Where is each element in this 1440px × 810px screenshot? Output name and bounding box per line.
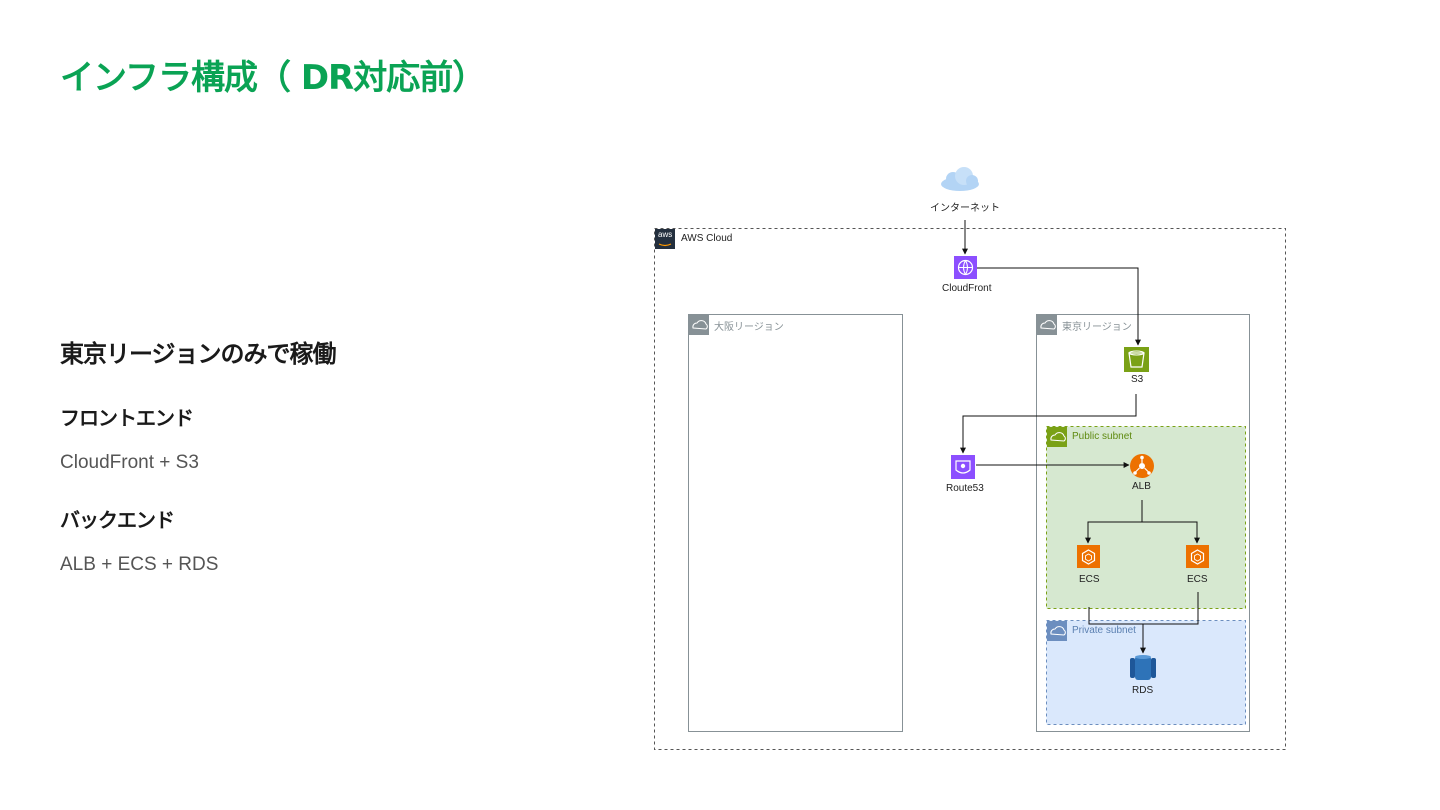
frontend-heading: フロントエンド	[60, 406, 194, 430]
private-subnet-label: Private subnet	[1072, 625, 1136, 636]
s3-icon	[1124, 347, 1149, 372]
backend-heading: バックエンド	[60, 508, 175, 532]
public-subnet-container	[1046, 426, 1246, 609]
osaka-region-container	[688, 314, 903, 732]
osaka-region-icon	[689, 315, 709, 335]
internet-cloud-icon	[941, 167, 979, 191]
alb-label: ALB	[1132, 481, 1151, 492]
ecs-label-2: ECS	[1187, 574, 1208, 585]
ecs-icon-2	[1186, 545, 1209, 568]
edge-alb-ecs-2	[1142, 521, 1200, 544]
aws-logo-icon	[655, 229, 675, 249]
summary-text: 東京リージョンのみで稼働	[60, 340, 337, 368]
cloudfront-label: CloudFront	[942, 283, 992, 294]
osaka-region-label: 大阪リージョン	[714, 322, 784, 333]
aws-logo-text: aws	[658, 230, 673, 239]
public-subnet-label: Public subnet	[1072, 431, 1133, 442]
tokyo-region-label: 東京リージョン	[1062, 322, 1132, 333]
tokyo-region-icon	[1037, 315, 1057, 335]
internet-label: インターネット	[930, 203, 1000, 214]
rds-icon	[1130, 655, 1156, 680]
edge-ecs-rds-2	[1143, 592, 1199, 625]
edge-s3-route53	[960, 394, 1137, 454]
route53-label: Route53	[946, 483, 984, 494]
edge-alb-ecs	[1085, 500, 1143, 544]
ecs-label: ECS	[1079, 574, 1100, 585]
aws-cloud-label: AWS Cloud	[681, 233, 733, 244]
page-title: インフラ構成（ DR対応前）	[60, 58, 486, 98]
public-subnet-icon	[1047, 427, 1067, 447]
edge-cloudfront-s3	[977, 267, 1141, 346]
s3-label: S3	[1131, 374, 1144, 385]
private-subnet-icon	[1047, 621, 1067, 641]
backend-body: ALB + ECS + RDS	[60, 554, 219, 575]
architecture-diagram: インターネット aws AWS Cloud 大阪リージョン 東京リージョン Pu…	[620, 150, 1320, 770]
edge-ecs-rds	[1088, 607, 1146, 654]
route53-icon	[951, 455, 975, 479]
cloudfront-icon	[954, 256, 977, 279]
frontend-body: CloudFront + S3	[60, 452, 199, 473]
alb-icon	[1130, 454, 1154, 478]
rds-label: RDS	[1132, 685, 1154, 696]
ecs-icon	[1077, 545, 1100, 568]
